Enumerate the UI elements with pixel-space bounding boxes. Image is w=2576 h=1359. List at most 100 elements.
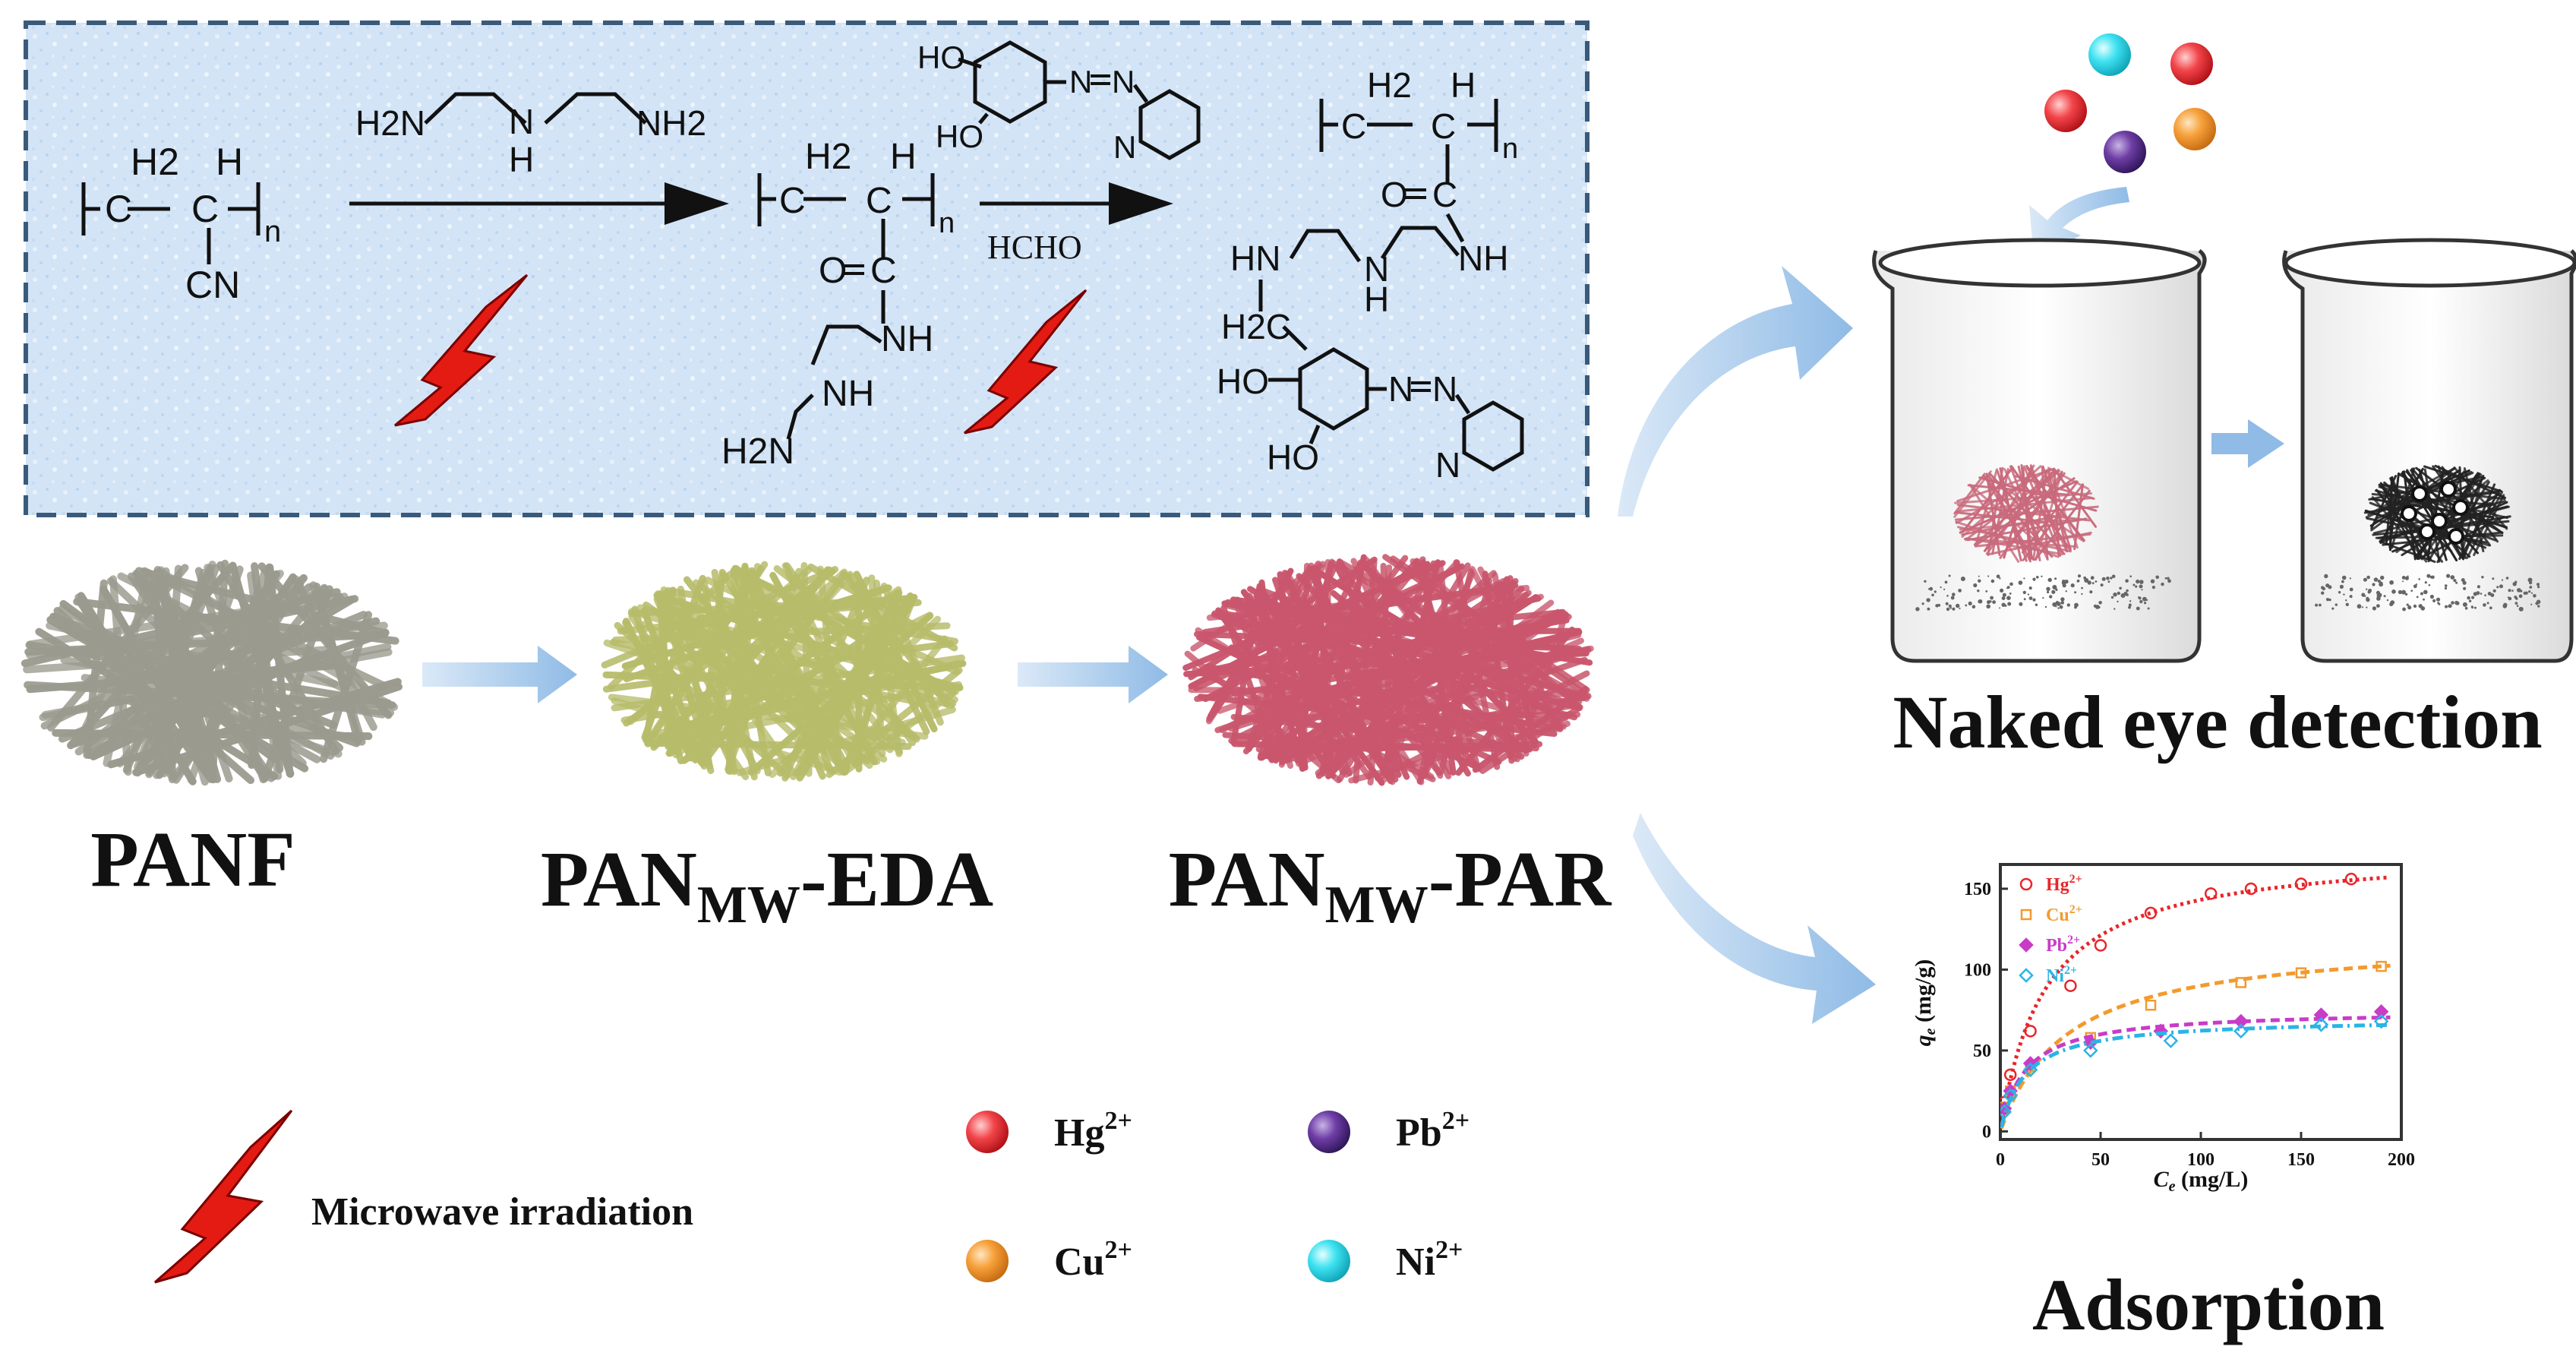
sediment-grain [2425, 581, 2427, 583]
ion-legend-label: Pb2+ [1396, 1107, 1470, 1155]
sediment-grain [2368, 590, 2371, 593]
sediment-grain [2362, 606, 2363, 608]
sediment-grain [2324, 574, 2328, 578]
sediment-grain [2413, 584, 2417, 588]
ion-hg-ball [966, 1111, 1009, 1153]
sediment-grain [2361, 593, 2365, 597]
svg-text:C: C [870, 251, 897, 291]
svg-text:C: C [779, 181, 806, 221]
sediment-grain [2048, 578, 2052, 582]
sediment-grain [2340, 585, 2344, 589]
ion-ni-ball [1308, 1240, 1350, 1282]
sediment-grain [2455, 582, 2458, 584]
sediment-grain [2437, 602, 2439, 604]
sediment-grain [1977, 589, 1979, 592]
sediment-grain [1958, 589, 1962, 593]
sediment-grain [1959, 608, 1960, 609]
sediment-grain [2138, 596, 2140, 599]
sediment-grain [1926, 598, 1930, 602]
sediment-grain [2413, 605, 2417, 608]
y-tick-label: 50 [1973, 1041, 1991, 1061]
sediment-grain [2089, 590, 2092, 593]
sediment-grain [2487, 602, 2489, 604]
sediment-grain [2537, 601, 2538, 602]
captured-ion-dot [2454, 501, 2467, 514]
sediment-grain [2463, 587, 2466, 590]
svg-text:H: H [1451, 65, 1476, 105]
sediment-grain [2366, 579, 2367, 580]
svg-text:C: C [1431, 106, 1456, 146]
ion-legend-label: Ni2+ [1396, 1236, 1463, 1284]
sediment-grain [2101, 583, 2104, 586]
sediment-grain [2338, 591, 2341, 593]
reaction-scheme-panel: C C H2 H n CN H2N N H NH2 C C H2 [26, 23, 1587, 515]
sediment-grain [1929, 587, 1933, 591]
sediment-grain [2531, 593, 2533, 594]
sediment-grain [2142, 597, 2147, 602]
sediment-grain [2528, 590, 2530, 593]
svg-text:C: C [1432, 175, 1457, 214]
sediment-grain [2465, 607, 2468, 610]
sediment-grain [1997, 574, 2000, 578]
beaker-before [1874, 240, 2205, 661]
sediment-grain [2081, 587, 2083, 589]
ion-ni-ball [2088, 33, 2131, 76]
svg-text:H2: H2 [805, 137, 851, 177]
sediment-grain [2007, 602, 2011, 606]
ion-cluster [2029, 33, 2216, 258]
svg-text:O: O [819, 251, 847, 291]
sediment-grain [1928, 608, 1930, 610]
sediment-grain [2445, 584, 2448, 587]
captured-ion-dot [2442, 482, 2455, 496]
svg-text:H2N: H2N [721, 431, 794, 472]
sediment-grain [2391, 589, 2396, 594]
svg-text:NH: NH [1458, 239, 1508, 278]
panel-frame [26, 23, 1587, 515]
sediment-grain [2445, 605, 2448, 608]
svg-text:C: C [191, 188, 219, 230]
svg-text:CN: CN [185, 264, 240, 306]
sediment-grain [2430, 576, 2433, 579]
sediment-grain [2132, 584, 2135, 586]
sediment-grain [2378, 580, 2381, 583]
panf-label: PANF [90, 816, 295, 903]
x-tick-label: 200 [2388, 1150, 2415, 1170]
sediment-grain [1946, 595, 1949, 597]
sediment-grain [1946, 602, 1949, 605]
adsorption-label: Adsorption [2032, 1264, 2385, 1345]
sediment-grain [2401, 590, 2406, 595]
sediment-grain [1989, 600, 1991, 602]
sediment-grain [2042, 597, 2044, 599]
sediment-grain [2161, 583, 2164, 586]
sediment-grain [2484, 594, 2486, 596]
sediment-grain [2128, 606, 2131, 609]
sediment-grain [2322, 587, 2325, 590]
sediment-grain [2502, 580, 2503, 581]
captured-ion-dot [2420, 525, 2434, 539]
sediment-grain [2537, 586, 2540, 588]
flow-arrow-2 [1018, 646, 1168, 703]
sediment-grain [2419, 604, 2423, 608]
sediment-grain [2493, 589, 2496, 593]
sediment-grain [2429, 584, 2431, 586]
sediment-grain [2002, 596, 2006, 600]
sediment-grain [2372, 606, 2376, 610]
svg-text:N: N [1112, 64, 1135, 100]
sediment-grain [2060, 605, 2063, 609]
sediment-grain [2045, 606, 2047, 608]
sediment-grain [2341, 580, 2344, 583]
sediment-grain [2151, 580, 2155, 583]
sediment-grain [1992, 600, 1996, 604]
sediment-grain [2111, 596, 2114, 599]
sediment-grain [2102, 577, 2106, 581]
sediment-grain [2155, 576, 2159, 580]
sediment-grain [2345, 599, 2347, 601]
sediment-grain [2517, 588, 2521, 593]
sediment-grain [2060, 601, 2064, 605]
svg-text:H2: H2 [131, 141, 179, 183]
y-tick-label: 100 [1964, 960, 1991, 980]
sediment-grain [2139, 585, 2143, 589]
microwave-label: Microwave irradiation [311, 1190, 693, 1234]
sediment-grain [2343, 593, 2344, 595]
sediment-grain [1922, 602, 1924, 605]
